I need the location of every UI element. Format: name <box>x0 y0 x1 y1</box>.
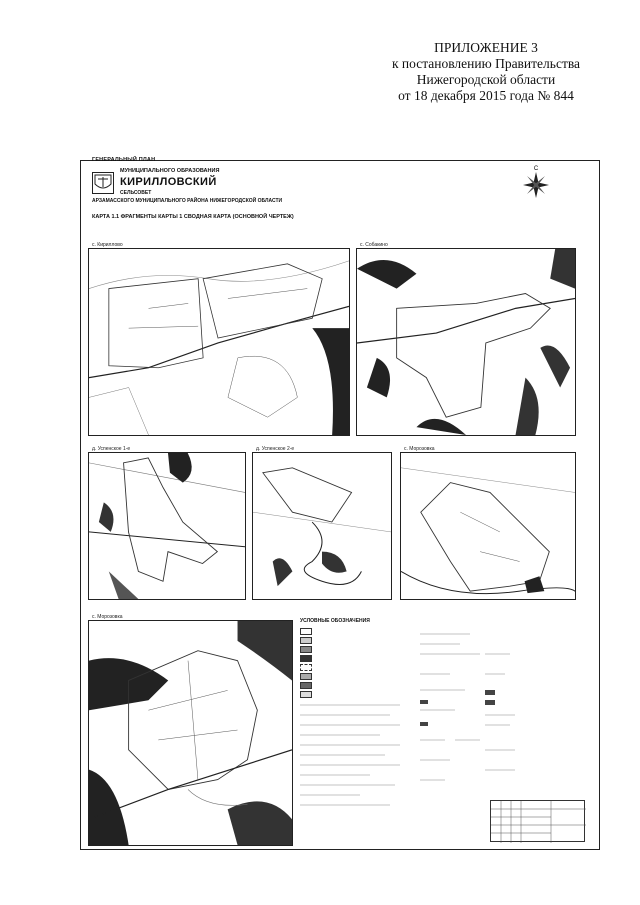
legend-row <box>300 646 410 653</box>
legend-row <box>300 628 410 635</box>
map-panel-morozovka-1 <box>400 452 576 600</box>
legend-row <box>300 637 410 644</box>
title-block-stamp <box>490 800 586 843</box>
map-panel-kirillovo <box>88 248 350 436</box>
panel-label-sobakino: с. Собакино <box>360 242 388 248</box>
panel-label-uspenskoe-2: д. Успенское 2-е <box>256 446 295 452</box>
document-header: ПРИЛОЖЕНИЕ 3 к постановлению Правительст… <box>376 40 596 104</box>
compass-rose-icon: С <box>518 164 554 204</box>
map-panel-uspenskoe-1 <box>88 452 246 600</box>
coat-of-arms-icon <box>92 172 114 194</box>
panel-label-morozovka-2: с. Морозовка <box>92 614 123 620</box>
region-name: Нижегородской области <box>416 72 556 87</box>
compass-north-label: С <box>534 166 539 172</box>
panel-label-kirillovo: с. Кириллово <box>92 242 123 248</box>
org-line-3: СЕЛЬСОВЕТ <box>120 190 152 196</box>
panel-label-morozovka-1: с. Морозовка <box>404 446 435 452</box>
legend-row <box>300 673 410 680</box>
map-title: КАРТА 1.1 ФРАГМЕНТЫ КАРТЫ 1 СВОДНАЯ КАРТ… <box>92 214 294 220</box>
appendix-title: ПРИЛОЖЕНИЕ 3 <box>434 40 538 55</box>
legend-swatch <box>300 682 312 689</box>
legend-swatch <box>300 655 312 662</box>
org-name: КИРИЛЛОВСКИЙ <box>120 176 217 188</box>
resolution-ref: к постановлению Правительства <box>391 56 581 71</box>
map-legend-secondary <box>420 630 590 840</box>
legend-lines <box>300 704 400 806</box>
legend-swatch <box>300 628 312 635</box>
map-panel-morozovka-2 <box>88 620 293 846</box>
legend-swatch <box>300 691 312 698</box>
legend-swatch <box>300 664 312 671</box>
legend-swatch <box>300 673 312 680</box>
org-line-1: МУНИЦИПАЛЬНОГО ОБРАЗОВАНИЯ <box>120 168 220 174</box>
legend-row <box>300 682 410 689</box>
org-line-4: АРЗАМАССКОГО МУНИЦИПАЛЬНОГО РАЙОНА НИЖЕГ… <box>92 198 283 204</box>
map-panel-sobakino <box>356 248 576 436</box>
legend-swatch <box>300 646 312 653</box>
panel-label-uspenskoe-1: д. Успенское 1-е <box>92 446 131 452</box>
legend-title: УСЛОВНЫЕ ОБОЗНАЧЕНИЯ <box>300 618 370 624</box>
legend-row <box>300 655 410 662</box>
legend-swatch <box>300 637 312 644</box>
legend-row <box>300 664 410 671</box>
sheet-title: ГЕНЕРАЛЬНЫЙ ПЛАН <box>92 157 156 163</box>
map-legend: УСЛОВНЫЕ ОБОЗНАЧЕНИЯ <box>300 618 410 848</box>
map-panel-uspenskoe-2 <box>252 452 392 600</box>
resolution-date: от 18 декабря 2015 года № 844 <box>398 88 574 103</box>
legend-row <box>300 691 410 698</box>
